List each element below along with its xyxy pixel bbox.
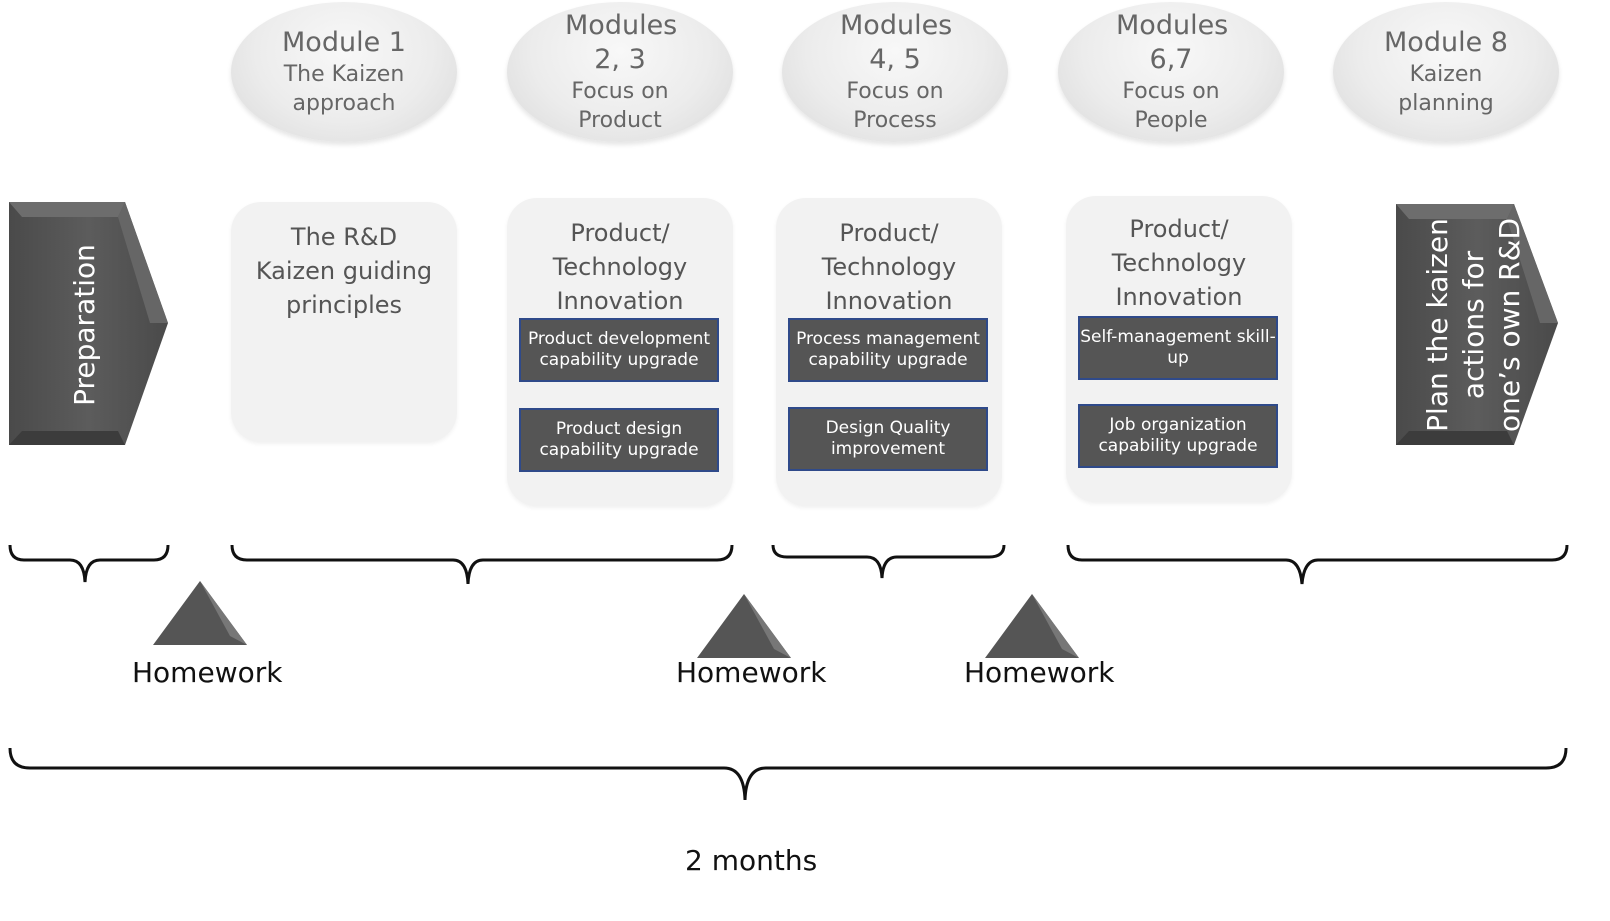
module-1-ellipse: Module 1 The Kaizen approach [231, 2, 457, 142]
brace-overall [8, 747, 1568, 801]
brace-preparation [8, 544, 170, 583]
plan-label: Plan the kaizen actions for one’s own R&… [1421, 217, 1526, 433]
module-subtitle: The Kaizen approach [283, 62, 405, 116]
module-subtitle: Kaizen planning [1398, 62, 1494, 116]
homework-label-3: Homework [964, 656, 1115, 689]
process-panel: Product/ Technology Innovation Process m… [776, 198, 1002, 506]
panel-title: Product/ Technology Innovation [821, 219, 957, 315]
duration-label: 2 months [685, 844, 818, 877]
homework-label-1: Homework [132, 656, 283, 689]
module-title: Modules 4, 5 [840, 10, 953, 75]
module-title: Module 1 [282, 27, 406, 58]
module-subtitle: Focus on Product [571, 79, 669, 133]
process-management-box: Process management capability upgrade [788, 318, 988, 382]
self-management-box: Self-management skill-up [1078, 316, 1278, 380]
plan-arrow [1396, 204, 1558, 445]
module-subtitle: Focus on Process [846, 79, 944, 133]
homework-triangle-2 [697, 594, 791, 658]
preparation-arrow [9, 202, 168, 445]
principles-panel: The R&D Kaizen guiding principles [231, 202, 457, 442]
brace-modules-1-3 [230, 544, 734, 585]
module-title: Modules 2, 3 [565, 10, 678, 75]
module-subtitle: Focus on People [1122, 79, 1220, 133]
modules-4-5-ellipse: Modules 4, 5 Focus on Process [782, 2, 1008, 142]
modules-2-3-ellipse: Modules 2, 3 Focus on Product [507, 2, 733, 142]
brace-modules-4-5 [771, 544, 1006, 579]
brace-modules-6-8 [1066, 544, 1569, 585]
homework-triangle-1 [153, 581, 247, 645]
panel-title: Product/ Technology Innovation [1111, 215, 1247, 311]
homework-label-2: Homework [676, 656, 827, 689]
homework-triangle-3 [985, 594, 1079, 658]
product-panel: Product/ Technology Innovation Product d… [507, 198, 733, 506]
panel-title: The R&D Kaizen guiding principles [255, 223, 433, 319]
panel-title: Product/ Technology Innovation [552, 219, 688, 315]
job-organization-box: Job organization capability upgrade [1078, 404, 1278, 468]
module-title: Modules 6,7 [1116, 10, 1229, 75]
module-title: Module 8 [1384, 27, 1508, 58]
module-8-ellipse: Module 8 Kaizen planning [1333, 2, 1559, 142]
people-panel: Product/ Technology Innovation Self-mana… [1066, 196, 1292, 502]
preparation-label: Preparation [68, 244, 101, 406]
design-quality-box: Design Quality improvement [788, 407, 988, 471]
modules-6-7-ellipse: Modules 6,7 Focus on People [1058, 2, 1284, 142]
product-development-box: Product development capability upgrade [519, 318, 719, 382]
product-design-box: Product design capability upgrade [519, 408, 719, 472]
